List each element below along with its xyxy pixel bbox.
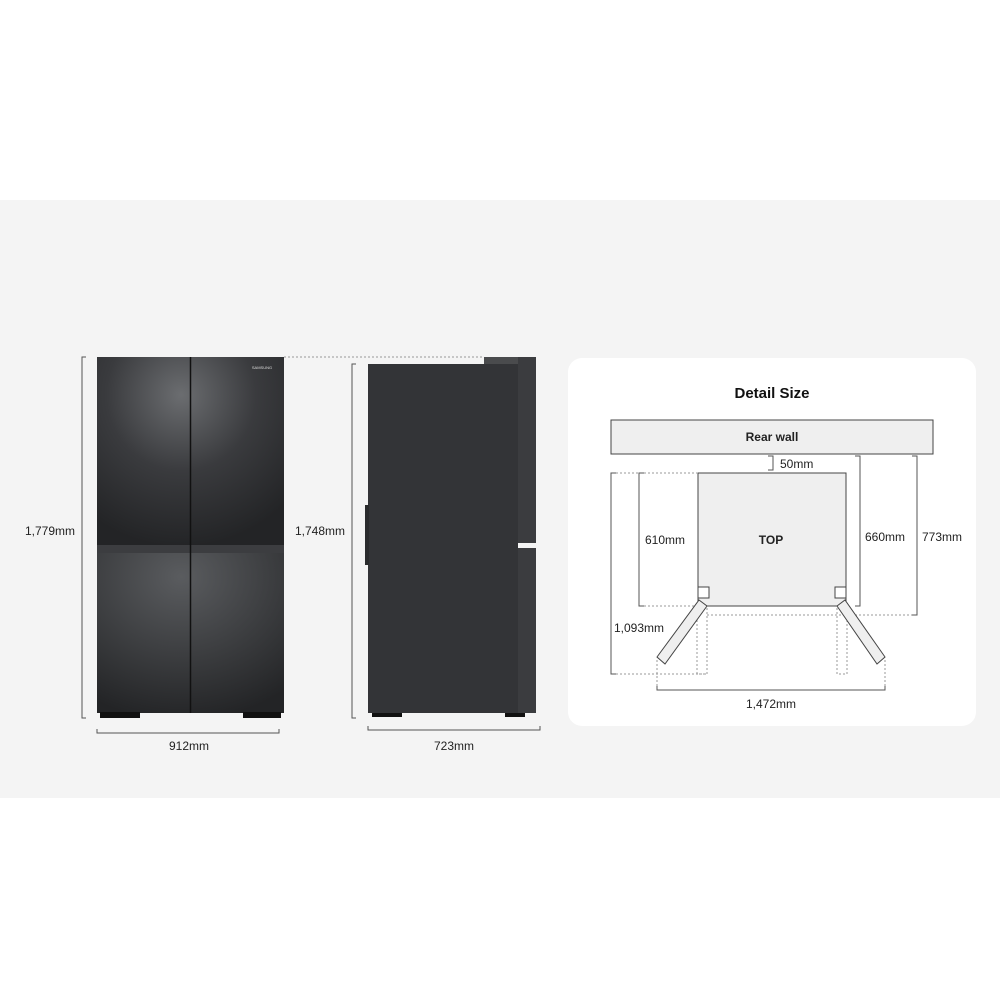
front-height-dimension-line	[81, 356, 86, 719]
total-depth-dimension-line	[912, 455, 918, 616]
rear-wall	[610, 419, 934, 455]
open-width-dimension-line	[656, 686, 886, 691]
side-view-fridge	[365, 357, 536, 717]
open-depth-label: 1,093mm	[614, 621, 664, 635]
gap-dimension-bracket	[768, 455, 774, 471]
right-foot	[243, 712, 281, 718]
front-width-dimension-line	[96, 729, 280, 734]
body-depth-label: 610mm	[645, 533, 685, 547]
open-width-label: 1,472mm	[746, 697, 796, 711]
side-height-dimension-line	[351, 363, 356, 719]
right-open-door	[836, 599, 886, 665]
front-view-fridge: SAMSUNG	[97, 357, 284, 718]
detail-size-title: Detail Size	[734, 385, 809, 402]
samsung-logo: SAMSUNG	[252, 365, 272, 370]
side-depth-dimension-line	[367, 726, 541, 731]
side-upper-door	[518, 357, 536, 543]
left-foot	[100, 712, 140, 718]
total-depth-label: 773mm	[922, 530, 962, 544]
depth-with-gap-label: 660mm	[865, 530, 905, 544]
open-depth-dimension-line	[610, 472, 616, 675]
front-width-label: 912mm	[169, 739, 209, 753]
fridge-top-outline	[697, 472, 847, 607]
front-height-label: 1,779mm	[25, 524, 75, 538]
rear-wall-label: Rear wall	[746, 430, 799, 444]
body-depth-dimension-line	[638, 472, 644, 607]
side-height-label: 1,748mm	[295, 524, 345, 538]
side-lower-door	[518, 548, 536, 713]
top-label: TOP	[759, 533, 783, 547]
side-body	[368, 364, 518, 713]
side-depth-label: 723mm	[434, 739, 474, 753]
gap-label: 50mm	[780, 457, 813, 471]
depth-with-gap-dimension-line	[855, 455, 861, 607]
door-hinges	[697, 586, 847, 599]
closed-door-outlines	[696, 605, 848, 675]
left-open-door	[656, 599, 708, 665]
